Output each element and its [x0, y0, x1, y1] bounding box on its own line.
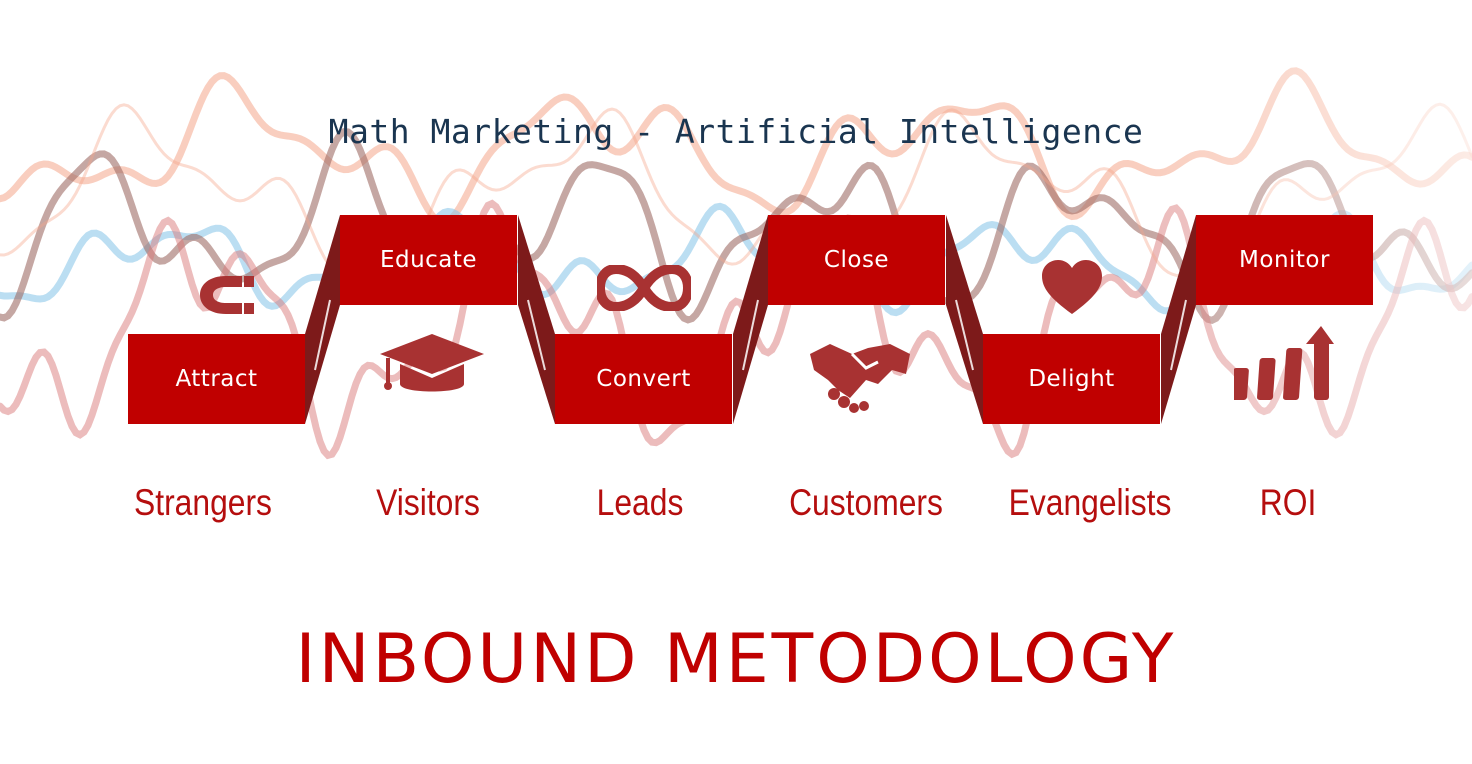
step-label-convert: Convert — [596, 366, 691, 392]
stage-roi: ROI — [1259, 482, 1317, 523]
heart-icon — [1042, 260, 1102, 314]
stage-evangelists: Evangelists — [1008, 482, 1172, 523]
step-label-close: Close — [823, 247, 890, 273]
step-label-monitor: Monitor — [1239, 247, 1330, 273]
growth-chart-icon — [1234, 326, 1334, 400]
stage-strangers: Strangers — [134, 482, 272, 523]
handshake-icon — [810, 344, 910, 413]
wave-fade — [1150, 0, 1472, 764]
step-box-delight: Delight — [983, 334, 1160, 424]
magnet-icon — [200, 276, 254, 314]
step-box-close: Close — [768, 215, 945, 305]
infinity-icon — [597, 265, 691, 311]
subtitle: Math Marketing - Artificial Intelligence — [328, 112, 1144, 151]
step-box-monitor: Monitor — [1196, 215, 1373, 305]
step-box-convert: Convert — [555, 334, 732, 424]
stage-visitors: Visitors — [376, 482, 480, 523]
graduation-cap-icon — [380, 334, 484, 392]
step-label-attract: Attract — [175, 366, 258, 392]
main-title: INBOUND METODOLOGY — [295, 620, 1177, 699]
step-label-delight: Delight — [1028, 366, 1115, 392]
stage-leads: Leads — [596, 482, 684, 523]
step-label-educate: Educate — [379, 247, 478, 273]
stage-customers: Customers — [789, 482, 943, 523]
step-box-educate: Educate — [340, 215, 517, 305]
step-box-attract: Attract — [128, 334, 305, 424]
